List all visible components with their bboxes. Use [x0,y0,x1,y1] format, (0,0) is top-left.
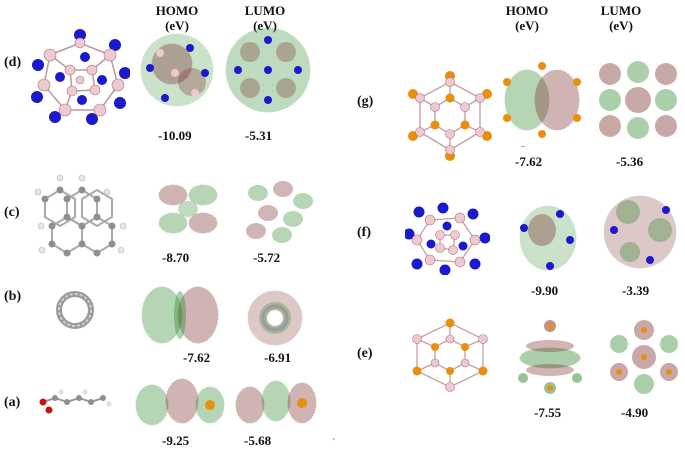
homo-value-d: -10.09 [158,128,192,143]
bp-cluster-structure-e [412,318,488,392]
homo-value-c: -8.70 [162,250,190,265]
panel-label-c: (c) [4,205,20,220]
lumo-value-f: -3.39 [622,283,650,298]
stray-mark: , [333,432,335,441]
lumo-orbital-d [225,27,311,113]
lumo-value-c: -5.72 [253,250,281,265]
panel-label-a: (a) [4,395,21,410]
homo-value-b: -7.62 [183,350,211,365]
lumo-orbital-a [235,380,317,424]
homo-value-g: -7.62 [515,154,543,169]
lumo-orbital-c [246,181,313,243]
panel-label-d: (d) [4,55,22,70]
homo-orbital-g [503,62,581,138]
stray-mark: – [521,141,525,150]
lumo-value-a: -5.68 [244,433,272,448]
lumo-orbital-e [610,320,678,394]
lumo-value-e: -4.90 [621,405,649,420]
homo-orbital-c [158,184,218,234]
lumo-value-d: -5.31 [245,128,273,143]
lumo-orbital-f [603,195,677,269]
left-homo-header: HOMO(eV) [155,3,199,33]
panel-label-f: (f) [357,225,371,240]
homo-value-e: -7.55 [534,405,562,420]
left-lumo-header: LUMO(eV) [244,3,286,33]
right-homo-header: HOMO(eV) [505,3,549,33]
bp-cluster-structure-g [408,71,492,161]
homo-orbital-e [518,320,582,394]
lumo-orbital-g [599,61,677,139]
panel-label-g: (g) [357,94,374,109]
homo-orbital-b [141,286,219,344]
lumo-value-g: -5.36 [616,154,644,169]
homo-orbital-d [140,33,214,107]
bn-cage-structure [31,29,130,125]
panel-label-b: (b) [4,289,22,304]
homo-orbital-a [135,378,225,426]
bn-cluster-structure-f [405,202,490,275]
homo-value-f: -9.90 [531,283,559,298]
homo-value-a: -9.25 [162,433,190,448]
panel-label-e: (e) [357,346,373,361]
lumo-value-b: -6.91 [264,350,292,365]
coronene-structure [35,174,127,257]
chain-molecule-structure [39,389,112,414]
homo-orbital-f [519,205,577,271]
right-lumo-header: LUMO(eV) [600,3,642,33]
carbon-ring-structure [56,291,94,329]
lumo-orbital-b [247,290,303,346]
